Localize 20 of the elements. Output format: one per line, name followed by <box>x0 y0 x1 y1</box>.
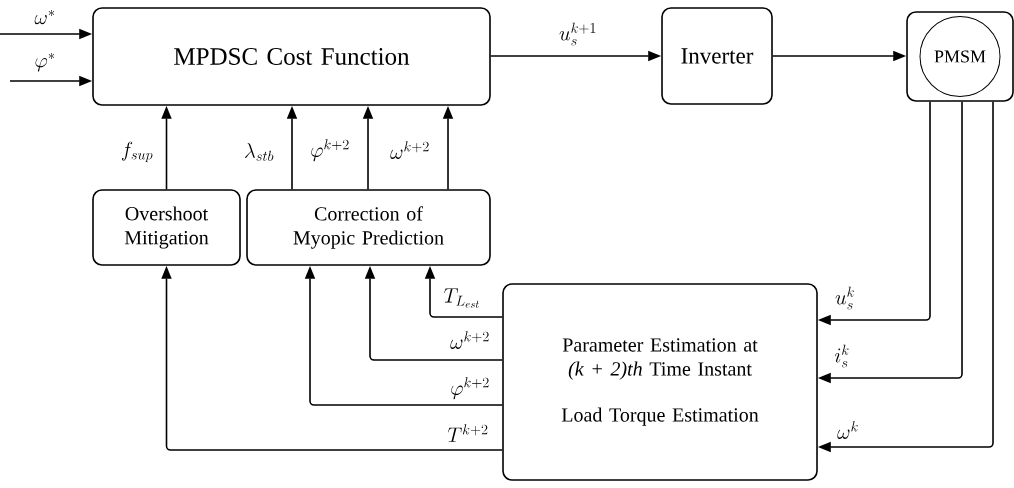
edge-label: $\omega^{k+2}$ <box>389 140 431 160</box>
edge-label: $\omega^{k+2}$ <box>449 330 491 350</box>
process-box: Correction of Myopic Prediction <box>246 189 491 266</box>
process-box: Inverter <box>661 7 773 105</box>
edge-label: $\omega^{k}$ <box>836 420 860 440</box>
edge-label: $f_{sup}$ <box>119 140 155 164</box>
edge-label: $u_{s}^{k}$ <box>834 285 856 311</box>
edge-label: $T_{L_{est}}$ <box>442 287 482 309</box>
motor-box <box>906 11 1014 102</box>
edge-label: $T^{k+2}$ <box>446 423 490 443</box>
process-box: MPDSC Cost Function <box>92 7 491 106</box>
edge-label: $u_{s}^{k+1}$ <box>558 21 598 47</box>
process-box: Parameter Estimation at (k + 2)th Time Instant Load Torque Estimation <box>502 283 818 481</box>
edge-label: $\varphi^{k+2}$ <box>309 138 351 162</box>
edge-label: $\varphi^{*}$ <box>33 51 57 73</box>
edge-label: $\lambda_{stb}$ <box>242 142 276 162</box>
edge-label: $i_{s}^{k}$ <box>833 343 851 369</box>
edge-label: $\varphi^{k+2}$ <box>449 376 491 400</box>
edge-label: $\omega^{*}$ <box>33 8 57 26</box>
process-box: Overshoot Mitigation <box>92 189 241 266</box>
